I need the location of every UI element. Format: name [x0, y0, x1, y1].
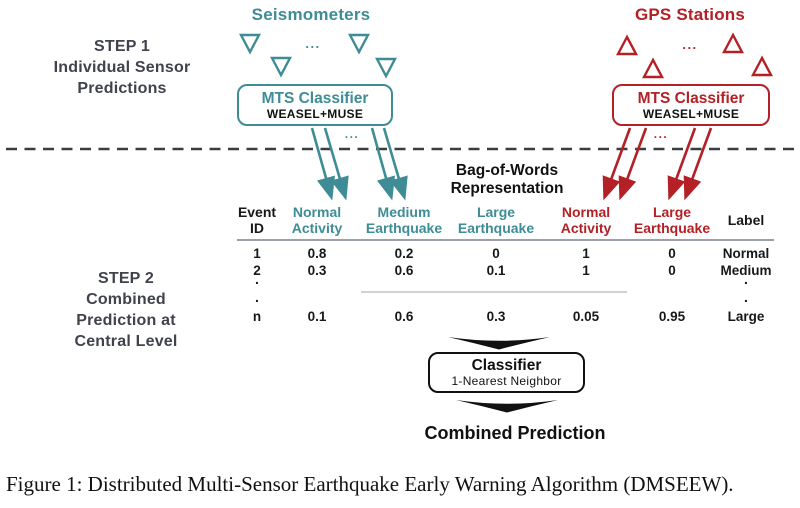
table-cell: 1	[582, 246, 590, 261]
step2-label: STEP 2 Combined Prediction at Central Le…	[74, 270, 178, 350]
gps-station-icon	[616, 34, 638, 56]
gps-station-icon	[722, 32, 744, 54]
mts-classifier-title: MTS Classifier	[261, 89, 369, 107]
table-to-classifier-arrow-icon	[448, 337, 550, 350]
table-cell: 0.05	[572, 309, 600, 324]
mts-classifier-box-gps: MTS Classifier WEASEL+MUSE	[612, 84, 770, 126]
table-cell: 2	[253, 263, 261, 278]
seismic-arrows-ellipsis: ...	[344, 127, 360, 141]
table-cell: 0.8	[307, 246, 327, 261]
table-cell: 0.1	[486, 263, 506, 278]
seismometer-icon	[239, 33, 261, 55]
col-header-large-earthquake-seismic: Large Earthquake	[457, 204, 535, 236]
table-cell: 0.3	[486, 309, 506, 324]
table-mid-rule	[361, 291, 627, 293]
col-header-large-earthquake-gps: Large Earthquake	[633, 204, 711, 236]
bag-of-words-label: Bag-of-Words Representation	[450, 162, 564, 197]
weasel-muse-label: WEASEL+MUSE	[266, 106, 364, 121]
table-cell: Large	[727, 309, 765, 324]
table-cell: 1	[253, 246, 261, 261]
table-cell: 0.3	[307, 263, 327, 278]
gps-ellipsis: ...	[682, 37, 698, 52]
table-ellipsis-dot: .	[255, 271, 259, 287]
table-cell: 0.6	[394, 263, 414, 278]
step1-label: STEP 1 Individual Sensor Predictions	[53, 38, 191, 97]
table-cell: 0.6	[394, 309, 414, 324]
mts-classifier-box-seismic: MTS Classifier WEASEL+MUSE	[237, 84, 393, 126]
gps-arrows-ellipsis: ...	[653, 127, 669, 141]
mts-classifier-title: MTS Classifier	[637, 89, 745, 107]
seismometer-icon	[348, 33, 370, 55]
col-header-label: Label	[727, 212, 765, 228]
table-cell: n	[252, 309, 262, 324]
gps-station-icon	[642, 57, 664, 79]
classifier-box: Classifier 1-Nearest Neighbor	[428, 352, 585, 393]
table-cell: Medium	[720, 263, 772, 278]
table-ellipsis-dot: .	[255, 289, 259, 305]
classifier-subtitle: 1-Nearest Neighbor	[451, 374, 562, 388]
seismometer-icon	[375, 57, 397, 79]
table-cell: 1	[582, 263, 590, 278]
col-header-normal-activity-gps: Normal Activity	[560, 204, 612, 236]
seismometers-label: Seismometers	[251, 5, 371, 24]
table-cell: 0.2	[394, 246, 414, 261]
gps-station-icon	[751, 55, 773, 77]
col-header-event-id: Event ID	[237, 204, 277, 236]
classifier-to-output-arrow-icon	[456, 400, 558, 413]
col-header-normal-activity-seismic: Normal Activity	[291, 204, 343, 236]
figure-caption: Figure 1: Distributed Multi-Sensor Earth…	[6, 472, 734, 496]
table-cell: 0.95	[658, 309, 686, 324]
col-header-medium-earthquake: Medium Earthquake	[365, 204, 443, 236]
seismometer-icon	[270, 56, 292, 78]
gps-stations-label: GPS Stations	[634, 5, 746, 24]
table-ellipsis-dot: .	[744, 271, 748, 287]
table-header-rule	[237, 239, 774, 241]
table-cell: 0	[668, 263, 676, 278]
table-cell: Normal	[722, 246, 770, 261]
table-ellipsis-dot: .	[744, 289, 748, 305]
table-cell: 0	[492, 246, 500, 261]
combined-prediction-label: Combined Prediction	[424, 423, 606, 443]
table-cell: 0	[668, 246, 676, 261]
classifier-title: Classifier	[471, 357, 542, 374]
weasel-muse-label: WEASEL+MUSE	[642, 106, 740, 121]
table-cell: 0.1	[307, 309, 327, 324]
seismometers-ellipsis: ...	[305, 36, 321, 51]
